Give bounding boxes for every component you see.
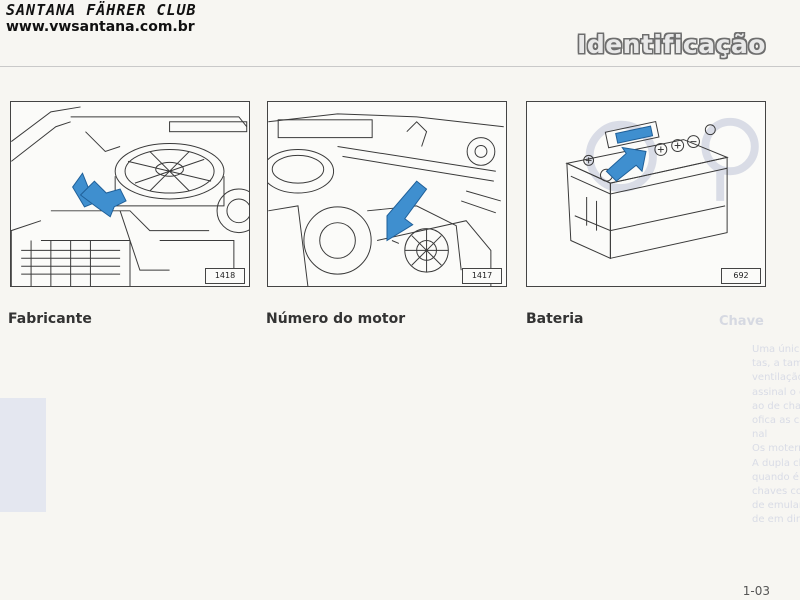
adjacent-page-line: tas, a tampa do porta-ma [752,358,800,370]
watermark-url: www.vwsantana.com.br [6,19,195,36]
figure-code: 692 [721,268,761,284]
caption-engine-number: Número do motor [266,311,406,327]
figure-code: 1417 [462,268,502,284]
adjacent-page-line: chaves com duas guardas [752,486,800,498]
adjacent-page-line: quando é necessário [752,471,800,483]
arrow-icon [79,180,127,218]
battery-illustration [565,117,759,260]
adjacent-page-line: Os moterras cónuco [752,443,800,455]
engine-bay-illustration [11,106,249,286]
adjacent-page-line: ventilação e a ignição [752,372,800,384]
adjacent-page-line: nal [752,429,768,441]
adjacent-page-line: Uma única chave serve para [752,344,800,355]
adjacent-page-heading: Chave [719,314,764,329]
title-band: Identificação [0,26,800,67]
adjacent-page-line: ao de chave da portina [752,400,800,412]
watermark-club: SANTANA FÄHRER CLUB [6,1,197,19]
adjacent-page-line: de emular fácil acesso a [752,500,800,512]
figure-battery: 692 [526,101,766,287]
caption-manufacturer: Fabricante [8,311,92,327]
page-title: Identificação [577,30,766,59]
adjacent-page-line: assinal o compartimento [752,386,800,398]
adjacent-page-line: de em dimensões [752,514,800,526]
adjacent-page-text: Uma única chave serve para tas, a tampa … [752,343,800,528]
figure-manufacturer: 1418 [10,101,250,287]
figure-code: 1418 [205,268,245,284]
arrow-icon [605,146,647,182]
adjacent-page-line: A dupla chave ou duplicar [752,457,800,469]
adjacent-page-bleed [0,398,46,512]
caption-battery: Bateria [526,311,584,327]
arrow-icon [386,180,428,242]
figure-engine-number: 1417 [267,101,507,287]
engine-illustration [268,113,504,286]
adjacent-page-line: ofica as chaves. Uma [752,415,800,427]
watermark: SANTANA FÄHRER CLUB www.vwsantana.com.br [6,1,197,36]
page-number: 1-03 [742,584,770,598]
